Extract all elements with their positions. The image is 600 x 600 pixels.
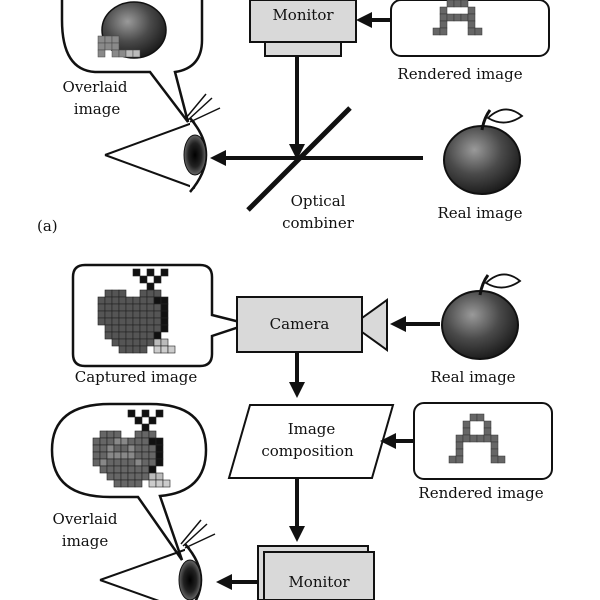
overlaid-apple-a [97,1,167,59]
captured-image-label: Captured image [74,368,198,386]
real-image-label-a: Real image [437,204,523,222]
optical-combiner-label-line2: combiner [282,214,354,232]
overlaid-apple-pixels-b [92,409,171,488]
image-composition-box [227,404,395,479]
real-apple-b [441,273,522,360]
rendered-image-label-b: Rendered image [418,484,544,502]
monitor-label-b: Monitor [288,573,350,591]
eye-b [99,519,216,600]
overlaid-image-label-b-line1: Overlaid [52,510,118,528]
real-image-label-b: Real image [430,368,516,386]
arrow-composition-to-monitor [289,478,305,542]
arrow-monitor-to-eye [216,574,258,590]
arrow-rendered-to-composition [380,433,414,449]
real-apple-a [443,108,524,195]
camera-box [236,296,388,353]
image-composition-label-line1: Image [287,420,336,438]
overlaid-image-label-b-line2: image [61,532,109,550]
overlaid-image-bubble-a [60,0,204,123]
rendered-image-label-a: Rendered image [397,65,523,83]
optical-combiner-label-line1: Optical [290,192,346,210]
arrow-real-to-eye-a [210,150,423,166]
monitor-box-a [249,0,357,57]
image-composition-label-line2: composition [261,442,354,460]
monitor-box-b [257,545,375,600]
rendered-glyph-a [432,0,483,36]
panel-tag-a: (a) [37,217,58,235]
arrow-rendered-to-monitor-a [356,12,391,28]
captured-apple-pixels [97,268,176,354]
arrow-camera-to-composition [289,352,305,398]
arrow-real-to-camera [390,316,440,332]
eye-a [104,93,221,193]
rendered-glyph-b [448,413,506,464]
camera-label: Camera [269,315,330,333]
arrow-monitor-to-combiner-a [289,56,305,160]
overlaid-image-label-a-line1: Overlaid [62,78,128,96]
overlaid-image-label-a-line2: image [73,100,121,118]
monitor-label-a: Monitor [272,6,334,24]
